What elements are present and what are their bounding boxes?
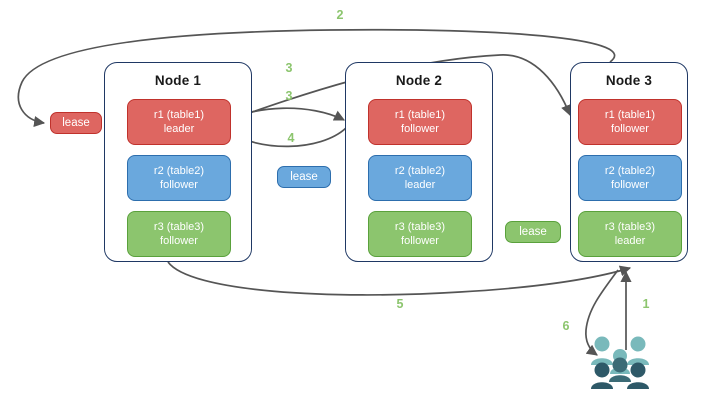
edge-label-3-lower: 3 [285,89,293,103]
node-2-replica-r2[interactable]: r2 (table2) leader [368,155,472,201]
replica-name: r1 (table1) [604,109,656,121]
node-2-title: Node 2 [395,73,443,88]
lease-chip-r2[interactable]: lease [277,166,331,188]
replica-name: r2 (table2) [153,165,205,177]
replica-role: follower [611,179,649,191]
replica-role: follower [611,123,649,135]
replica-role: follower [401,123,439,135]
edge-label-2: 2 [336,8,344,22]
replica-role: follower [160,179,198,191]
users-group-icon [588,334,654,390]
replica-name: r1 (table1) [394,109,446,121]
node-1-replica-r1[interactable]: r1 (table1) leader [127,99,231,145]
lease-chip-r1[interactable]: lease [50,112,102,134]
lease-chip-r3[interactable]: lease [505,221,561,243]
replica-name: r2 (table2) [394,165,446,177]
node-2-container[interactable]: Node 2 r1 (table1) follower r2 (table2) … [345,62,493,262]
edge-label-1: 1 [642,297,650,311]
replica-role: follower [160,235,198,247]
edge-label-4: 4 [287,131,295,145]
replica-role: follower [401,235,439,247]
node-3-replica-r3[interactable]: r3 (table3) leader [578,211,682,257]
node-3-replica-r2[interactable]: r2 (table2) follower [578,155,682,201]
node-1-container[interactable]: Node 1 r1 (table1) leader r2 (table2) fo… [104,62,252,262]
replica-name: r3 (table3) [604,221,656,233]
replica-role: leader [404,179,436,191]
replica-name: r3 (table3) [394,221,446,233]
node-1-replica-r3[interactable]: r3 (table3) follower [127,211,231,257]
replica-name: r1 (table1) [153,109,205,121]
edge-label-3-upper: 3 [285,61,293,75]
node-3-container[interactable]: Node 3 r1 (table1) follower r2 (table2) … [570,62,688,262]
node-1-title: Node 1 [154,73,202,88]
replica-role: leader [163,123,195,135]
replica-name: r2 (table2) [604,165,656,177]
node-3-title: Node 3 [605,73,653,88]
node-2-replica-r1[interactable]: r1 (table1) follower [368,99,472,145]
node-2-replica-r3[interactable]: r3 (table3) follower [368,211,472,257]
node-1-replica-r2[interactable]: r2 (table2) follower [127,155,231,201]
node-3-replica-r1[interactable]: r1 (table1) follower [578,99,682,145]
replica-role: leader [614,235,646,247]
replica-name: r3 (table3) [153,221,205,233]
edge-label-6: 6 [562,319,570,333]
edge-5-path [167,261,632,296]
edge-label-5: 5 [396,297,404,311]
